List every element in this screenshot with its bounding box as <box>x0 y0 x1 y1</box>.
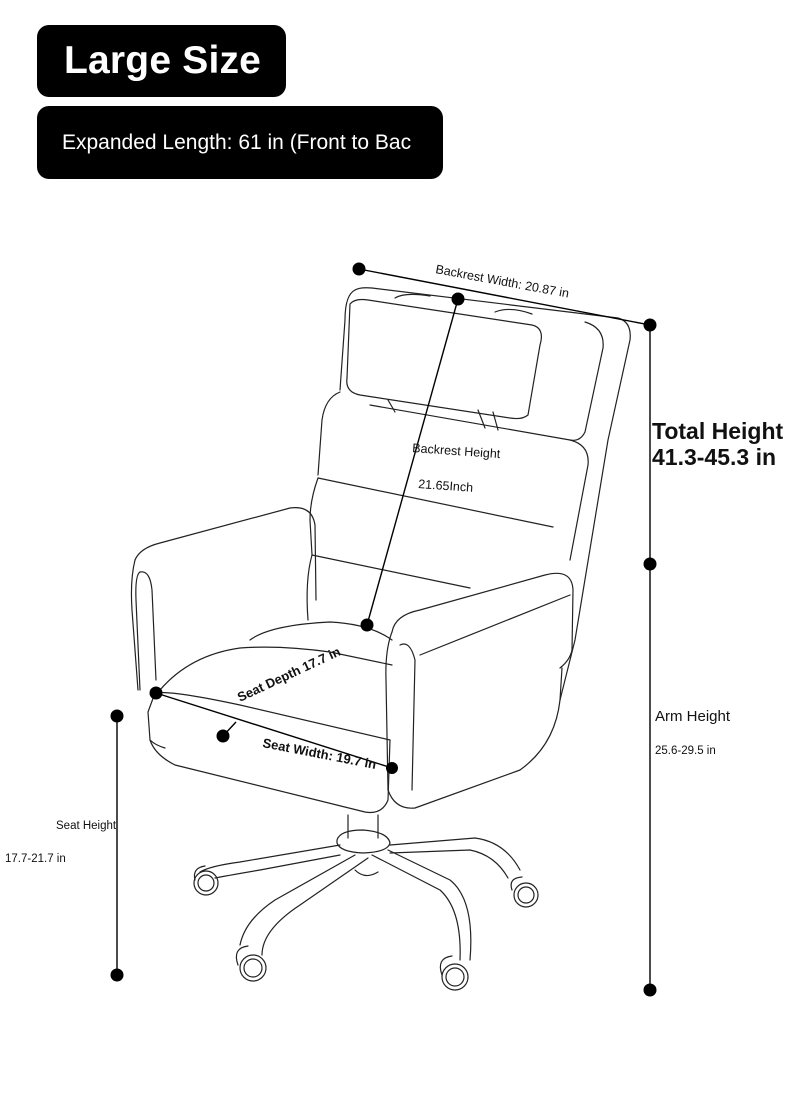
measurement-dots <box>110 262 657 997</box>
seat-width-left-dot <box>149 686 163 700</box>
total-height-label: Total Height <box>652 418 784 444</box>
seat-height-bottom-dot <box>110 968 124 982</box>
arm-height-value: 25.6-29.5 in <box>655 745 716 757</box>
subtitle-badge: Expanded Length: 61 in (Front to Bac <box>37 106 443 179</box>
backrest-height-top-dot <box>451 292 465 306</box>
seat-depth-dot <box>216 729 230 743</box>
arm-height-top-dot <box>643 557 657 571</box>
total-height-value: 41.3-45.3 in <box>652 444 776 470</box>
backrest-height-bottom-dot <box>360 618 374 632</box>
backrest-height-value: 21.65Inch <box>418 477 474 495</box>
title-badge: Large Size <box>37 25 286 97</box>
seat-width-label: Seat Width: 19.7 in <box>261 735 377 772</box>
backrest-width-left-dot <box>352 262 366 276</box>
subtitle-text: Expanded Length: 61 in (Front to Bac <box>62 131 412 154</box>
seat-width-right-dot <box>386 762 398 774</box>
seat-depth-label: Seat Depth 17.7 in <box>235 644 343 705</box>
backrest-height-line <box>366 298 459 626</box>
total-height-bottom-dot <box>643 983 657 997</box>
measurement-lines <box>116 268 651 990</box>
seat-height-value: 17.7-21.7 in <box>5 853 66 865</box>
backrest-width-right-dot <box>643 318 657 332</box>
seat-width-line <box>155 692 393 769</box>
seat-height-label: Seat Height <box>56 820 117 832</box>
backrest-height-label: Backrest Height <box>412 441 502 461</box>
title-text: Large Size <box>64 39 262 82</box>
arm-height-label: Arm Height <box>655 708 731 725</box>
backrest-width-line <box>358 268 651 326</box>
seat-height-top-dot <box>110 709 124 723</box>
chair-illustration <box>130 287 631 991</box>
